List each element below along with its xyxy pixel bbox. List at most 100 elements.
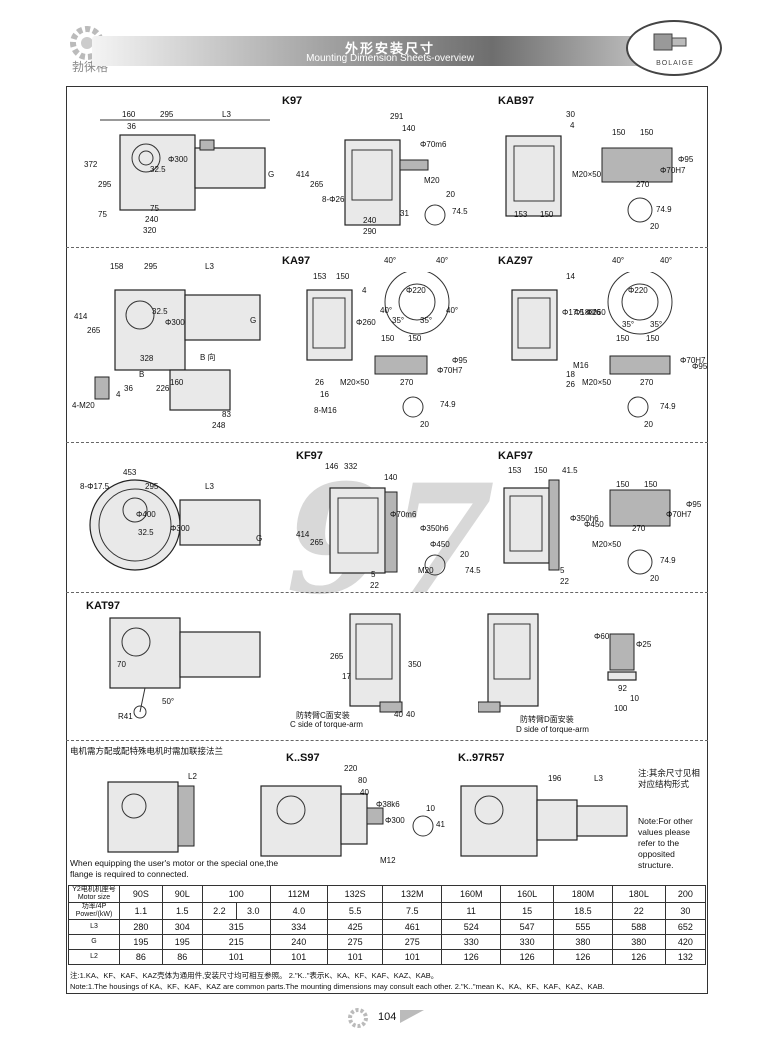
- dim-text: 150: [534, 466, 548, 475]
- torque-arm-bushing-drawing: [607, 633, 637, 681]
- dim-text: 4: [362, 286, 367, 295]
- dim-text: 10: [426, 804, 435, 813]
- table-cell: 112M: [269, 885, 328, 903]
- k97r57-drawing: [460, 785, 628, 857]
- dim-text: 40°: [612, 256, 625, 265]
- dim-text: 140: [402, 124, 416, 133]
- table-cell: 90L: [161, 885, 203, 903]
- table-row: L2 86 86 101 101 101 101 126 126 126 126…: [68, 949, 707, 965]
- dim-text: 150: [381, 334, 395, 343]
- table-cell: 330: [441, 934, 502, 950]
- table-cell: 132S: [326, 885, 384, 903]
- dim-text: 36: [124, 384, 133, 393]
- dim-text: 4: [116, 390, 121, 399]
- dim-text: 32.5: [138, 528, 154, 537]
- flange-note-en: When equipping the user's motor or the s…: [70, 858, 279, 879]
- dim-text: 295: [144, 262, 158, 271]
- kat97-d-side-drawing: [478, 613, 539, 713]
- drawing-frame: [66, 86, 708, 994]
- dim-text: 226: [156, 384, 170, 393]
- dim-text: 16: [320, 390, 329, 399]
- dim-text: 150: [540, 210, 554, 219]
- table-cell: 180M: [552, 885, 613, 903]
- dim-text: 74.9: [660, 402, 676, 411]
- table-cell: 160M: [441, 885, 502, 903]
- table-row: L3 280 304 315 334 425 461 524 547 555 5…: [68, 919, 707, 935]
- dim-text: 35°: [392, 316, 405, 325]
- dim-text: 270: [640, 378, 654, 387]
- dim-text: 41: [436, 820, 445, 829]
- flange-adapter-drawing: [107, 781, 195, 853]
- dim-text: 8-M16: [314, 406, 337, 415]
- dim-text: 26: [566, 380, 575, 389]
- dim-text: Φ450: [584, 520, 604, 529]
- page-arrow-icon: [400, 1010, 424, 1023]
- dim-text: 320: [143, 226, 157, 235]
- dim-text: 150: [640, 128, 654, 137]
- table-cell: 555: [552, 919, 613, 935]
- table-cell: 380: [552, 934, 613, 950]
- dim-text: M20: [424, 176, 440, 185]
- table-cell: 304: [161, 919, 203, 935]
- dim-text: Φ17.5: [562, 308, 584, 317]
- row-header: L3: [68, 919, 120, 935]
- dim-text: 414: [296, 530, 310, 539]
- dim-text: Φ220: [628, 286, 648, 295]
- dim-text: G: [250, 316, 257, 325]
- table-cell: 461: [382, 919, 443, 935]
- table-cell: 200: [664, 885, 707, 903]
- dim-text: 22: [370, 581, 379, 590]
- table-cell: 90S: [119, 885, 163, 903]
- table-cell: 160L: [500, 885, 554, 903]
- dim-text: 414: [296, 170, 310, 179]
- model-label-ks97: K..S97: [286, 752, 320, 764]
- dim-text: Φ260: [356, 318, 376, 327]
- dim-text: Φ70H7: [666, 510, 692, 519]
- kat97-c-side-drawing: [349, 613, 403, 713]
- dim-text: Φ38k6: [376, 800, 400, 809]
- dim-text: 5: [560, 566, 565, 575]
- dim-text: Φ400: [136, 510, 156, 519]
- dim-text: R41: [118, 712, 133, 721]
- table-cell: 101: [269, 949, 328, 965]
- dim-text: Φ220: [406, 286, 426, 295]
- dim-text: 92: [618, 684, 627, 693]
- dim-text: M20×50: [572, 170, 602, 179]
- dim-text: Φ260: [586, 308, 606, 317]
- table-cell: 86: [119, 949, 163, 965]
- dim-text: 35°: [622, 320, 635, 329]
- dim-text: Φ70m6: [420, 140, 447, 149]
- dim-text: 70: [117, 660, 126, 669]
- table-cell: 7.5: [382, 902, 443, 920]
- dim-text: 20: [446, 190, 455, 199]
- dim-text: 150: [336, 272, 350, 281]
- dim-text: G: [256, 534, 263, 543]
- dim-text: B: [139, 370, 145, 379]
- gearbox-logo-icon: [653, 33, 687, 51]
- table-cell: 330: [500, 934, 554, 950]
- model-label-k97: K97: [282, 95, 303, 107]
- dim-text: 153: [514, 210, 528, 219]
- dim-text: 150: [616, 480, 630, 489]
- dim-text: 240: [363, 216, 377, 225]
- side-note-cn: 注:其余尺寸见相对应结构形式: [638, 768, 700, 789]
- page-number: 104: [378, 1011, 397, 1023]
- table-cell: 420: [664, 934, 707, 950]
- dim-text: 32.5: [150, 165, 166, 174]
- dim-text: 80: [358, 776, 367, 785]
- table-cell: 195: [119, 934, 163, 950]
- dim-text: 36: [127, 122, 136, 131]
- dim-text: 146: [325, 462, 339, 471]
- dim-text: 453: [123, 468, 137, 477]
- table-cell: 22: [611, 902, 666, 920]
- dim-text: 4: [570, 121, 575, 130]
- footnote-cn: 注:1.KA、KF、KAF、KAZ壳体为通用件,安装尺寸均可相互参照。 2."K…: [70, 971, 439, 980]
- dim-text: 40: [394, 710, 403, 719]
- table-row: G 195 195 215 240 275 275 330 330 380 38…: [68, 934, 707, 950]
- dim-text: 8-Φ26: [322, 195, 345, 204]
- dim-text: Φ350h6: [420, 524, 449, 533]
- dim-text: 372: [84, 160, 98, 169]
- dim-text: 290: [363, 227, 377, 236]
- table-cell: 5.5: [326, 902, 384, 920]
